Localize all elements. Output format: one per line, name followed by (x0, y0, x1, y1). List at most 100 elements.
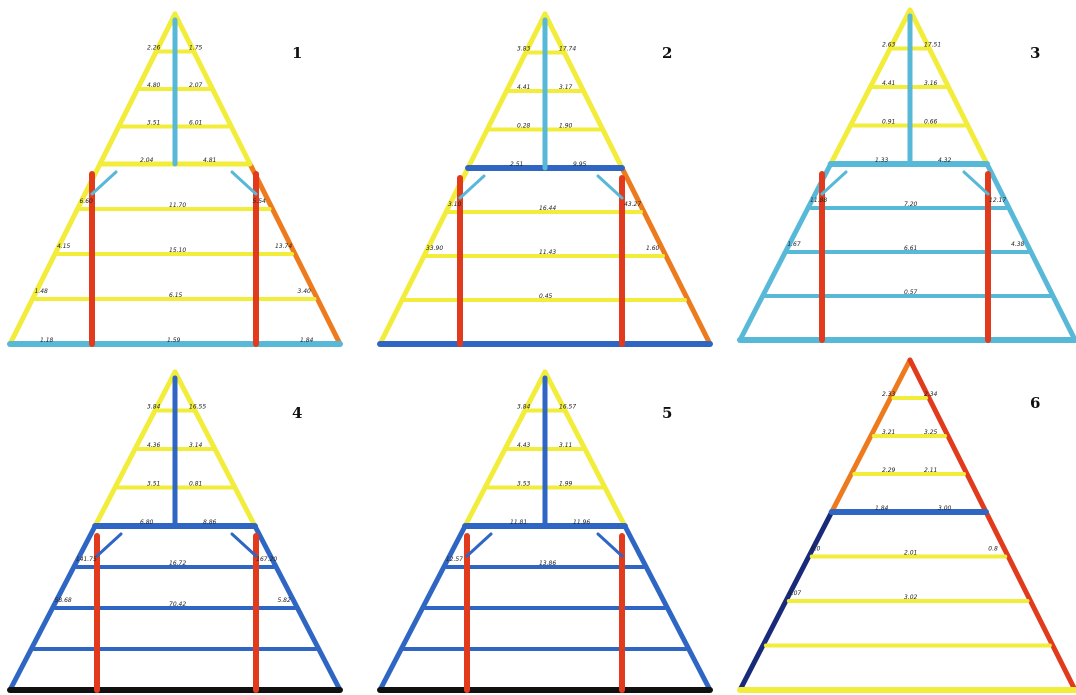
force-value-label: 2.33 (882, 391, 896, 398)
force-value-label: 3.21 (882, 429, 895, 436)
force-value-label: 167.20 (256, 556, 277, 563)
force-value-label: 2.07 (189, 82, 203, 89)
force-value-label: 3.51 (147, 120, 160, 127)
force-value-label: 3.14 (189, 442, 203, 449)
force-value-label: 3.84 (147, 404, 161, 411)
knee-brace (230, 170, 258, 196)
force-value-label: 8.0 (811, 546, 821, 553)
force-value-label: 3.11 (559, 442, 572, 449)
force-value-label: 4.41 (882, 80, 895, 87)
force-value-label: 1.84 (300, 337, 314, 344)
panel-number: 5 (662, 404, 672, 422)
knee-brace (90, 170, 118, 196)
force-value-label: 13.74 (275, 243, 292, 250)
force-value-label: 12.57 (446, 556, 463, 563)
force-value-label: 1.90 (559, 123, 573, 130)
force-value-label: 2.01 (904, 550, 917, 557)
force-value-label: 3.83 (517, 46, 531, 53)
force-value-label: 0.57 (904, 289, 918, 296)
force-value-label: 141.75 (76, 556, 97, 563)
force-value-label: 7.20 (904, 201, 918, 208)
force-value-label: 3.10 (448, 201, 462, 208)
force-value-label: 1.48 (35, 288, 49, 295)
left-rafter-upper (462, 369, 548, 529)
force-value-label: 8.86 (203, 519, 217, 526)
force-value-label: 17.74 (559, 46, 576, 53)
force-value-label: 4.36 (147, 442, 161, 449)
knee-brace (820, 170, 848, 196)
force-value-label: 16.55 (189, 404, 206, 411)
force-value-label: 3.40 (298, 288, 312, 295)
right-rafter-lower (252, 523, 343, 693)
force-value-label: 43.27 (624, 201, 641, 208)
right-rafter-lower (619, 165, 713, 347)
force-value-label: 0.45 (539, 293, 553, 300)
knee-brace (230, 532, 258, 558)
knee-brace (465, 532, 493, 558)
force-value-label: 17.51 (924, 42, 941, 49)
force-value-label: 2.63 (882, 42, 896, 49)
force-value-label: 11.81 (510, 519, 527, 526)
force-value-label: 5.82 (277, 597, 291, 604)
force-value-label: 1.60 (646, 245, 660, 252)
force-value-label: 3.84 (517, 404, 531, 411)
force-value-label: 6.80 (140, 519, 154, 526)
left-rafter-lower (7, 523, 98, 693)
force-value-label: 11.88 (810, 197, 827, 204)
force-value-label: 0.8 (988, 546, 998, 553)
force-value-label: 4.41 (517, 84, 530, 91)
force-value-label: 1.33 (875, 157, 889, 164)
right-rafter-upper (172, 11, 253, 167)
left-rafter-lower (377, 523, 468, 693)
force-value-label: 4.81 (203, 157, 216, 164)
force-value-label: 11.43 (539, 249, 556, 256)
left-rafter-lower (377, 165, 471, 347)
right-rafter-lower (622, 523, 713, 693)
left-rafter-lower (737, 161, 834, 343)
panel-number: 2 (662, 44, 672, 62)
force-value-label: 1.59 (167, 337, 181, 344)
force-value-label: 1.99 (559, 481, 573, 488)
force-value-label: 0.81 (189, 481, 202, 488)
force-value-label: 13.86 (539, 560, 556, 567)
force-value-label: 1.84 (875, 505, 889, 512)
force-value-label: 6.60 (80, 198, 94, 205)
left-rafter-upper (829, 357, 913, 515)
knee-brace (596, 532, 624, 558)
force-value-label: 6.15 (169, 292, 183, 299)
force-value-label: 0.66 (924, 119, 938, 126)
force-value-label: 1.75 (189, 45, 203, 52)
left-rafter-lower (737, 509, 835, 693)
right-rafter-upper (907, 357, 989, 515)
left-rafter-upper (828, 7, 913, 167)
force-value-label: 2.51 (510, 161, 523, 168)
force-value-label: 4.15 (57, 243, 71, 250)
force-value-label: 2.04 (140, 157, 154, 164)
knee-brace (95, 532, 123, 558)
force-value-label: 5.54 (253, 198, 267, 205)
panel-number: 3 (1030, 44, 1040, 62)
left-rafter-upper (97, 11, 178, 167)
force-value-label: 58.68 (55, 597, 72, 604)
force-value-label: 70.42 (169, 601, 186, 608)
panel-number: 4 (292, 404, 302, 422)
force-value-label: 4.80 (147, 82, 161, 89)
force-value-label: 2.26 (147, 45, 161, 52)
force-value-label: 0.91 (882, 119, 895, 126)
force-value-label: 16.44 (539, 205, 556, 212)
right-rafter-lower (983, 509, 1076, 693)
left-rafter-upper (465, 11, 548, 171)
knee-brace (962, 170, 990, 196)
right-rafter-upper (542, 11, 625, 171)
force-value-label: 3.00 (938, 505, 952, 512)
force-value-label: 2.11 (924, 467, 937, 474)
force-value-label: 4.43 (517, 442, 531, 449)
